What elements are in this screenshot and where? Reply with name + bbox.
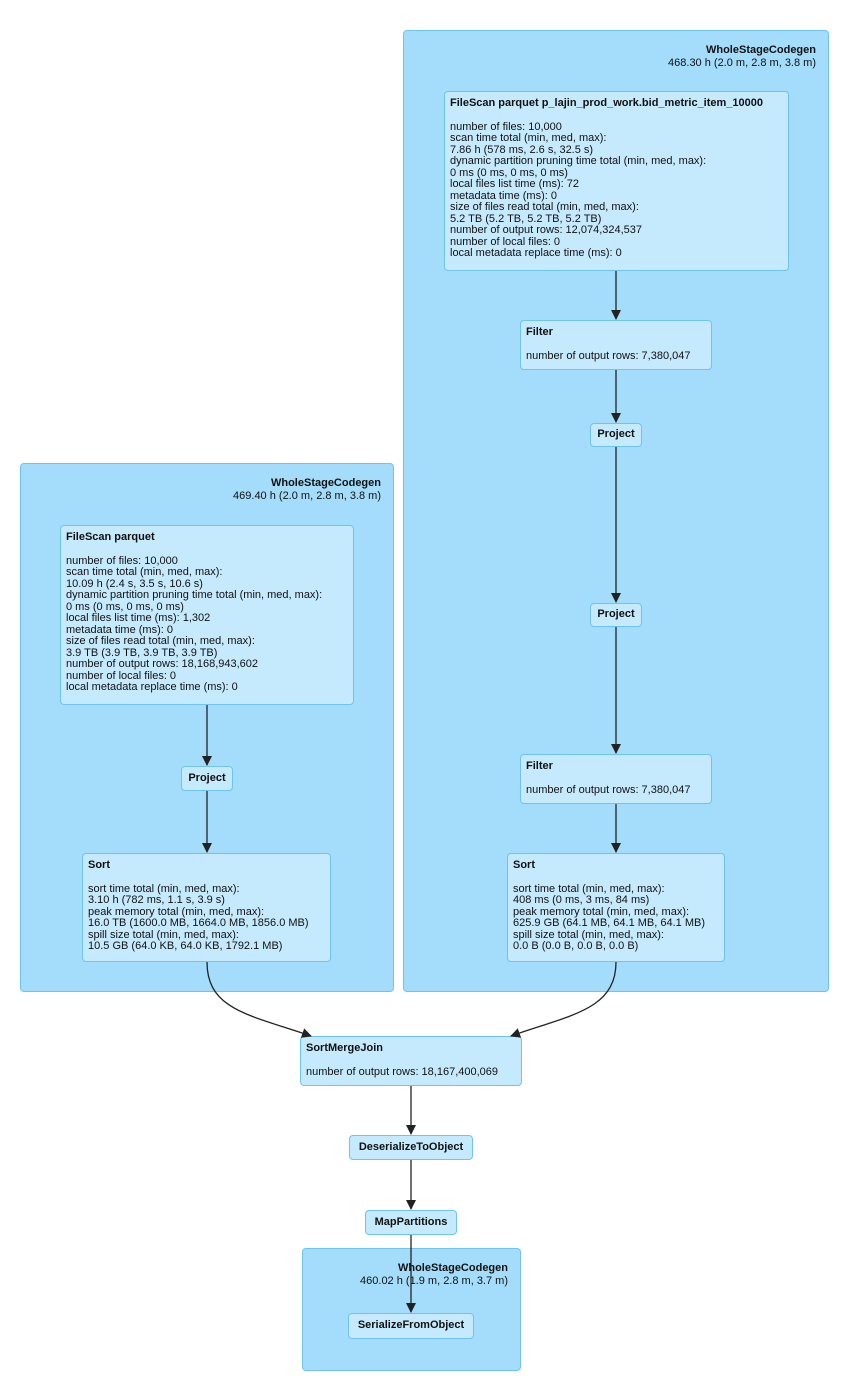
metric-line: 7.86 h (578 ms, 2.6 s, 32.5 s) xyxy=(450,143,594,156)
node-filescan-left[interactable]: FileScan parquet number of files: 10,000… xyxy=(60,525,354,705)
node-sort-merge-join[interactable]: SortMergeJoin number of output rows: 18,… xyxy=(300,1036,522,1086)
metric-line: 625.9 GB (64.1 MB, 64.1 MB, 64.1 MB) xyxy=(513,917,705,929)
metric-line: spill size total (min, med, max): xyxy=(88,928,239,941)
metric-line: 0 ms (0 ms, 0 ms, 0 ms) xyxy=(450,166,568,179)
node-title: SortMergeJoin xyxy=(306,1042,384,1054)
node-metrics: number of output rows: 7,380,047 xyxy=(526,783,706,797)
metric-line: sort time total (min, med, max): xyxy=(513,882,665,895)
metric-line: peak memory total (min, med, max): xyxy=(88,905,265,918)
metric-line: peak memory total (min, med, max): xyxy=(513,905,690,918)
cluster-name: WholeStageCodegen xyxy=(270,477,381,489)
metric-line: dynamic partition pruning time total (mi… xyxy=(450,155,707,167)
metric-line: scan time total (min, med, max): xyxy=(450,132,607,144)
node-title: Sort xyxy=(88,859,110,871)
metric-line: number of local files: 0 xyxy=(66,669,177,682)
node-sort-right[interactable]: Sort sort time total (min, med, max):408… xyxy=(507,853,725,962)
metric-line: number of output rows: 18,168,943,602 xyxy=(66,658,259,670)
metric-line: 0.0 B (0.0 B, 0.0 B, 0.0 B) xyxy=(513,940,639,952)
cluster-header: WholeStageCodegen 469.40 h (2.0 m, 2.8 m… xyxy=(233,477,381,503)
node-title: DeserializeToObject xyxy=(358,1140,464,1153)
metric-line: 10.09 h (2.4 s, 3.5 s, 10.6 s) xyxy=(66,577,203,590)
metric-line: size of files read total (min, med, max)… xyxy=(450,201,639,213)
metric-line: metadata time (ms): 0 xyxy=(450,189,557,202)
cluster-metric: 469.40 h (2.0 m, 2.8 m, 3.8 m) xyxy=(233,490,381,502)
node-project-right-1[interactable]: Project xyxy=(590,423,642,447)
metric-line: 3.10 h (782 ms, 1.1 s, 3.9 s) xyxy=(88,894,225,906)
metric-line: 10.5 GB (64.0 KB, 64.0 KB, 1792.1 MB) xyxy=(88,940,283,952)
node-project-left[interactable]: Project xyxy=(181,766,233,791)
node-title: Project xyxy=(597,428,635,441)
node-serialize-from-object[interactable]: SerializeFromObject xyxy=(348,1313,474,1339)
metric-line: local files list time (ms): 72 xyxy=(450,178,579,190)
node-metrics: number of output rows: 18,167,400,069 xyxy=(306,1065,516,1079)
metric-line: local metadata replace time (ms): 0 xyxy=(66,681,238,693)
node-filter-right-1[interactable]: Filter number of output rows: 7,380,047 xyxy=(520,320,712,370)
cluster-name: WholeStageCodegen xyxy=(705,44,816,56)
cluster-header: WholeStageCodegen 460.02 h (1.9 m, 2.8 m… xyxy=(360,1262,508,1288)
node-title: Filter xyxy=(526,760,553,772)
metric-line: 3.9 TB (3.9 TB, 3.9 TB, 3.9 TB) xyxy=(66,646,218,659)
node-map-partitions[interactable]: MapPartitions xyxy=(365,1210,457,1235)
metric-line: 5.2 TB (5.2 TB, 5.2 TB, 5.2 TB) xyxy=(450,212,602,225)
metric-line: metadata time (ms): 0 xyxy=(66,623,173,636)
codegen-cluster-bottom: WholeStageCodegen 460.02 h (1.9 m, 2.8 m… xyxy=(302,1248,521,1371)
metric-line: spill size total (min, med, max): xyxy=(513,928,664,941)
node-title: Sort xyxy=(513,859,535,871)
metric-line: size of files read total (min, med, max)… xyxy=(66,635,255,647)
node-sort-left[interactable]: Sort sort time total (min, med, max):3.1… xyxy=(82,853,331,962)
cluster-metric: 468.30 h (2.0 m, 2.8 m, 3.8 m) xyxy=(668,57,816,69)
cluster-name: WholeStageCodegen xyxy=(397,1262,508,1274)
node-title: Project xyxy=(188,771,226,784)
node-title: SerializeFromObject xyxy=(357,1319,465,1332)
metric-line: 0 ms (0 ms, 0 ms, 0 ms) xyxy=(66,600,184,613)
metric-line: number of output rows: 18,167,400,069 xyxy=(306,1065,499,1078)
node-title: FileScan parquet p_lajin_prod_work.bid_m… xyxy=(450,97,764,109)
node-metrics: sort time total (min, med, max):408 ms (… xyxy=(513,882,719,953)
node-filter-right-2[interactable]: Filter number of output rows: 7,380,047 xyxy=(520,754,712,804)
node-metrics: sort time total (min, med, max):3.10 h (… xyxy=(88,882,325,953)
metric-line: number of files: 10,000 xyxy=(66,554,178,567)
metric-line: 16.0 TB (1600.0 MB, 1664.0 MB, 1856.0 MB… xyxy=(88,917,309,929)
node-project-right-2[interactable]: Project xyxy=(590,603,642,627)
metric-line: sort time total (min, med, max): xyxy=(88,882,240,895)
node-title: Filter xyxy=(526,326,553,338)
cluster-metric: 460.02 h (1.9 m, 2.8 m, 3.7 m) xyxy=(360,1275,508,1287)
metric-line: 408 ms (0 ms, 3 ms, 84 ms) xyxy=(513,894,650,906)
metric-line: number of local files: 0 xyxy=(450,235,561,248)
node-metrics: number of output rows: 7,380,047 xyxy=(526,349,706,363)
node-title: FileScan parquet xyxy=(66,531,155,543)
metric-line: number of output rows: 7,380,047 xyxy=(526,783,691,796)
metric-line: number of output rows: 12,074,324,537 xyxy=(450,224,643,236)
metric-line: dynamic partition pruning time total (mi… xyxy=(66,589,323,601)
node-filescan-right[interactable]: FileScan parquet p_lajin_prod_work.bid_m… xyxy=(444,91,789,271)
metric-line: scan time total (min, med, max): xyxy=(66,566,223,578)
metric-line: local metadata replace time (ms): 0 xyxy=(450,247,622,259)
node-title: Project xyxy=(597,608,635,621)
metric-line: number of output rows: 7,380,047 xyxy=(526,349,691,362)
node-title: MapPartitions xyxy=(374,1215,448,1228)
node-deserialize-to-object[interactable]: DeserializeToObject xyxy=(349,1135,473,1160)
metric-line: number of files: 10,000 xyxy=(450,120,562,133)
cluster-header: WholeStageCodegen 468.30 h (2.0 m, 2.8 m… xyxy=(668,44,816,70)
metric-line: local files list time (ms): 1,302 xyxy=(66,612,211,624)
